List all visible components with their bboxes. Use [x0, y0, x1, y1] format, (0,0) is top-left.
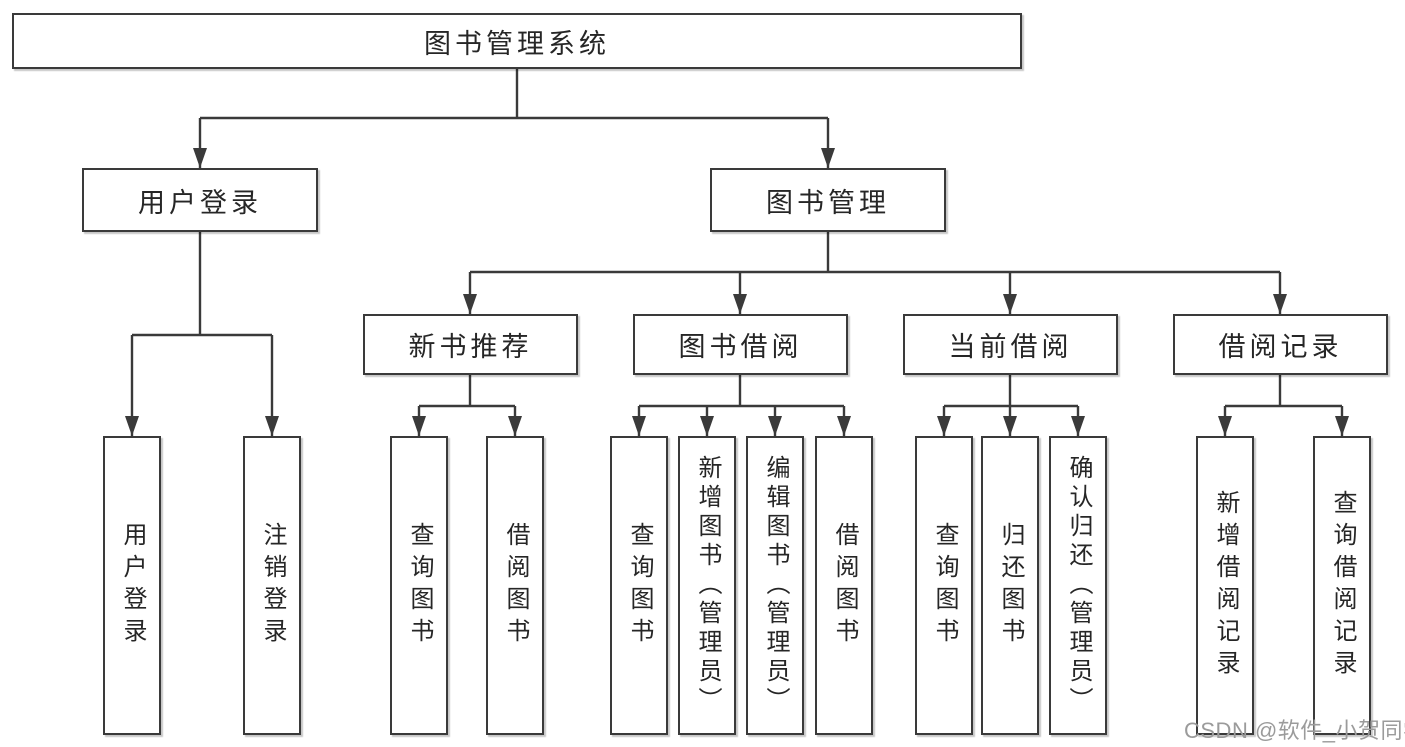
node-book-management: 图书管理	[710, 168, 946, 232]
leaf-records-query-record: 查询借阅记录	[1313, 436, 1371, 735]
node-new-book-recommend-label: 新书推荐	[408, 332, 533, 362]
leaf-borrow-query-books: 查询图书	[610, 436, 668, 735]
leaf-borrow-edit-books-admin: 编辑图书（管理员）	[746, 436, 804, 735]
leaf-records-query-record-label: 查询借阅记录	[1329, 489, 1356, 682]
leaf-borrow-edit-books-admin-label: 编辑图书（管理员）	[762, 455, 789, 716]
leaf-current-confirm-return-admin-label: 确认归还（管理员）	[1065, 455, 1092, 716]
node-user-login: 用户登录	[82, 168, 318, 232]
leaf-current-query-books: 查询图书	[915, 436, 973, 735]
leaf-current-query-books-label: 查询图书	[931, 521, 958, 650]
node-root-label: 图书管理系统	[424, 28, 610, 59]
leaf-current-return-books: 归还图书	[981, 436, 1039, 735]
node-borrow-records: 借阅记录	[1173, 314, 1388, 375]
node-book-management-label: 图书管理	[766, 187, 890, 218]
leaf-records-add-record: 新增借阅记录	[1196, 436, 1254, 735]
node-borrow-records-label: 借阅记录	[1218, 332, 1343, 362]
node-current-borrow: 当前借阅	[903, 314, 1118, 375]
leaf-current-confirm-return-admin: 确认归还（管理员）	[1049, 436, 1107, 735]
leaf-rec-query-books: 查询图书	[390, 436, 448, 735]
leaf-borrow-borrow-books: 借阅图书	[815, 436, 873, 735]
node-root: 图书管理系统	[12, 13, 1022, 69]
leaf-records-add-record-label: 新增借阅记录	[1212, 489, 1239, 682]
arrowheads	[125, 148, 1349, 436]
leaf-borrow-add-books-admin-label: 新增图书（管理员）	[694, 455, 721, 716]
node-new-book-recommend: 新书推荐	[363, 314, 578, 375]
leaf-user-login-label: 用户登录	[119, 521, 146, 650]
watermark: CSDN @软件_小贺同学	[1184, 718, 1405, 743]
leaf-rec-borrow-books-label: 借阅图书	[502, 521, 529, 650]
leaf-current-return-books-label: 归还图书	[997, 521, 1024, 650]
node-user-login-label: 用户登录	[138, 187, 262, 218]
node-current-borrow-label: 当前借阅	[948, 332, 1073, 362]
leaf-rec-borrow-books: 借阅图书	[486, 436, 544, 735]
leaf-user-login: 用户登录	[103, 436, 161, 735]
node-book-borrow-label: 图书借阅	[678, 332, 803, 362]
leaf-borrow-borrow-books-label: 借阅图书	[831, 521, 858, 650]
node-book-borrow: 图书借阅	[633, 314, 848, 375]
leaf-rec-query-books-label: 查询图书	[406, 521, 433, 650]
leaf-user-logout: 注销登录	[243, 436, 301, 735]
leaf-borrow-add-books-admin: 新增图书（管理员）	[678, 436, 736, 735]
connector-edges	[130, 69, 1344, 436]
leaf-user-logout-label: 注销登录	[259, 521, 286, 650]
leaf-borrow-query-books-label: 查询图书	[626, 521, 653, 650]
